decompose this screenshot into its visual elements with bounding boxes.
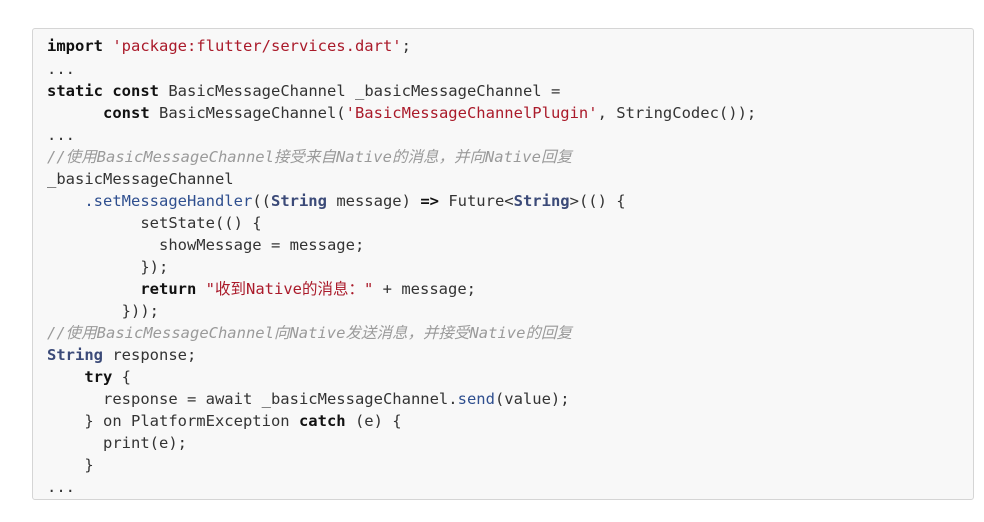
code-line: })); bbox=[47, 300, 159, 322]
code-token: } bbox=[47, 456, 94, 474]
code-token bbox=[47, 280, 140, 298]
code-token bbox=[103, 82, 112, 100]
code-line: ... bbox=[47, 476, 75, 498]
code-token: response = await _basicMessageChannel. bbox=[47, 390, 458, 408]
code-line: String response; bbox=[47, 344, 196, 366]
code-line: response = await _basicMessageChannel.se… bbox=[47, 388, 570, 410]
code-token bbox=[47, 104, 103, 122]
code-token: send bbox=[457, 390, 495, 408]
code-token: String bbox=[513, 192, 570, 210]
code-token: .setMessageHandler bbox=[84, 192, 253, 210]
code-line: static const BasicMessageChannel _basicM… bbox=[47, 80, 560, 102]
code-comment: //使用BasicMessageChannel接受来自Native的消息，并向N… bbox=[47, 148, 572, 166]
code-token: ... bbox=[47, 126, 75, 144]
code-block: import 'package:flutter/services.dart';.… bbox=[32, 28, 974, 500]
code-line: ... bbox=[47, 124, 75, 146]
code-token: , StringCodec()); bbox=[597, 104, 757, 122]
code-token bbox=[103, 37, 112, 55]
code-line: } bbox=[47, 454, 94, 476]
code-token: Future< bbox=[438, 192, 514, 210]
code-token: }); bbox=[47, 258, 169, 276]
code-token: ... bbox=[47, 60, 75, 78]
code-line: return "收到Native的消息：" + message; bbox=[47, 278, 476, 300]
code-line: //使用BasicMessageChannel向Native发送消息，并接受Na… bbox=[47, 322, 572, 344]
code-line: .setMessageHandler((String message) => F… bbox=[47, 190, 626, 212]
code-token: import bbox=[47, 37, 103, 55]
code-token: "收到Native的消息：" bbox=[205, 280, 374, 298]
code-line: _basicMessageChannel bbox=[47, 168, 234, 190]
code-token: _basicMessageChannel bbox=[47, 170, 234, 188]
code-token: response; bbox=[103, 346, 197, 364]
code-line: ... bbox=[47, 58, 75, 80]
code-token: >(() { bbox=[569, 192, 626, 210]
code-token: return bbox=[140, 280, 197, 298]
code-token bbox=[47, 192, 84, 210]
code-token: + message; bbox=[373, 280, 476, 298]
code-token: (e) { bbox=[345, 412, 402, 430]
code-line: const BasicMessageChannel('BasicMessageC… bbox=[47, 102, 756, 124]
code-token: 'package:flutter/services.dart' bbox=[112, 37, 402, 55]
code-comment: //使用BasicMessageChannel向Native发送消息，并接受Na… bbox=[47, 324, 572, 342]
code-line: //使用BasicMessageChannel接受来自Native的消息，并向N… bbox=[47, 146, 572, 168]
code-token: => bbox=[420, 192, 439, 210]
code-line: setState(() { bbox=[47, 212, 262, 234]
code-token: message) bbox=[326, 192, 421, 210]
code-token: String bbox=[270, 192, 327, 210]
code-token: (value); bbox=[494, 390, 570, 408]
code-token: String bbox=[47, 346, 103, 364]
code-token bbox=[196, 280, 205, 298]
code-token: BasicMessageChannel _basicMessageChannel… bbox=[159, 82, 561, 100]
code-token: showMessage = message; bbox=[47, 236, 365, 254]
code-line: } on PlatformException catch (e) { bbox=[47, 410, 402, 432]
code-token: const bbox=[103, 104, 150, 122]
code-token: ; bbox=[401, 37, 411, 55]
code-token: setState(() { bbox=[47, 214, 262, 232]
code-token: try bbox=[84, 368, 113, 386]
code-line: try { bbox=[47, 366, 131, 388]
code-token: catch bbox=[298, 412, 346, 430]
code-line: showMessage = message; bbox=[47, 234, 364, 256]
code-token: })); bbox=[47, 302, 159, 320]
code-token: ... bbox=[47, 478, 75, 496]
code-token: { bbox=[112, 368, 131, 386]
code-token: static bbox=[47, 82, 103, 100]
code-line: import 'package:flutter/services.dart'; bbox=[47, 35, 411, 57]
code-token: print(e); bbox=[47, 434, 187, 452]
code-line: }); bbox=[47, 256, 168, 278]
code-token: 'BasicMessageChannelPlugin' bbox=[345, 104, 598, 122]
code-line: print(e); bbox=[47, 432, 187, 454]
code-token: const bbox=[112, 82, 160, 100]
code-token bbox=[47, 368, 84, 386]
code-token: BasicMessageChannel( bbox=[149, 104, 346, 122]
code-token: } on PlatformException bbox=[47, 412, 299, 430]
code-token: (( bbox=[252, 192, 271, 210]
